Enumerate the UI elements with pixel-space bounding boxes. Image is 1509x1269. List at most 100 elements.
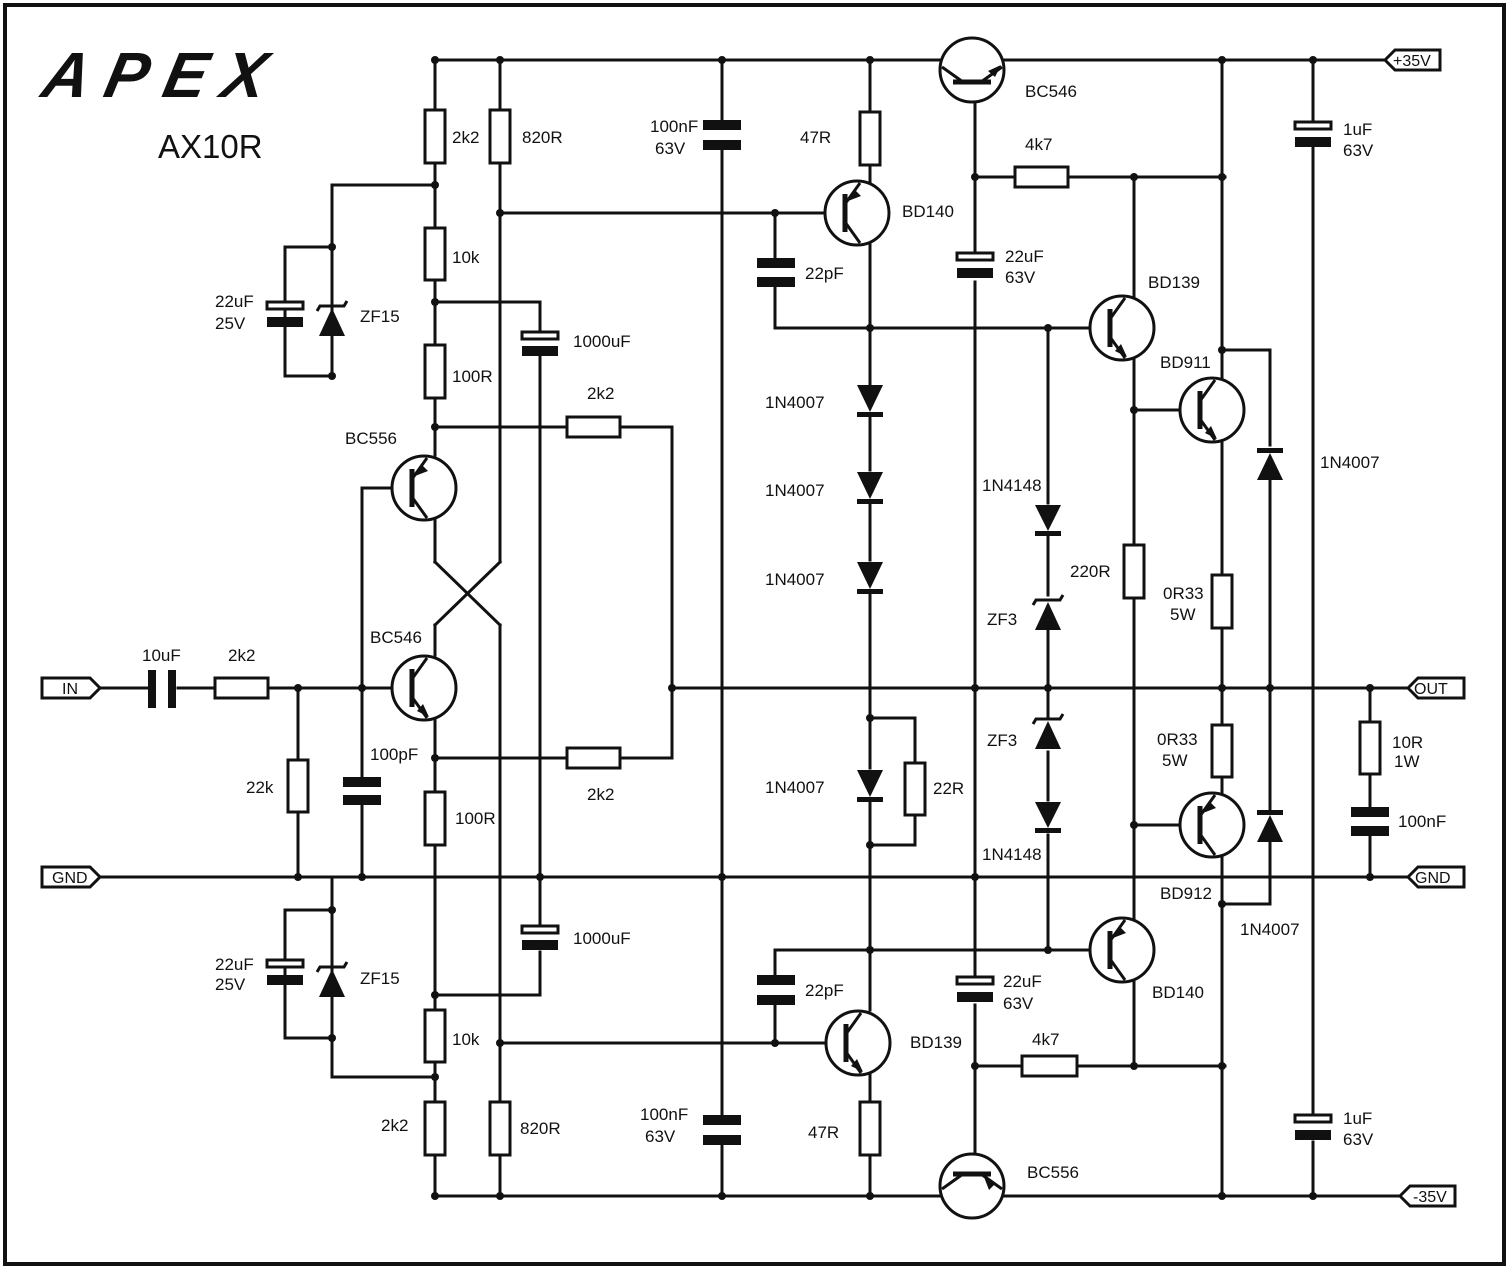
model-title: AX10R bbox=[158, 128, 263, 165]
label-c-1uf-top-a: 1uF bbox=[1343, 120, 1372, 139]
label-q-bd911: BD911 bbox=[1160, 353, 1211, 372]
label-c-22pf-top: 22pF bbox=[805, 264, 844, 283]
label-c-1uf-top-b: 63V bbox=[1343, 141, 1374, 160]
label-r-0r33-top-b: 5W bbox=[1170, 605, 1196, 624]
label-r-4k7-top: 4k7 bbox=[1025, 135, 1052, 154]
capacitor-22pf-top bbox=[757, 258, 795, 287]
label-r-0r33-bottom-b: 5W bbox=[1162, 751, 1188, 770]
capacitor-100nf-top bbox=[703, 120, 741, 150]
label-r-2k2-feedback-bottom: 2k2 bbox=[587, 785, 614, 804]
svg-text:GND: GND bbox=[1415, 870, 1451, 887]
transistor-bc556-bottom bbox=[940, 1154, 1004, 1218]
label-q-bc556-input: BC556 bbox=[345, 429, 397, 448]
diode-1n4007-3 bbox=[857, 562, 883, 594]
component-labels: 2k2 820R 10k 100R 22uF 25V ZF15 1000uF 2… bbox=[142, 82, 1446, 1182]
diode-1n4007-output-bottom bbox=[1257, 810, 1283, 842]
label-c-22uf-63v-bottom-b: 63V bbox=[1003, 994, 1034, 1013]
diode-1n4148-bottom bbox=[1035, 802, 1061, 833]
resistors bbox=[213, 108, 1382, 1157]
label-c-1000uf-top: 1000uF bbox=[573, 332, 631, 351]
resistor-820r-bottom bbox=[488, 1100, 512, 1157]
label-d-1n4007-2: 1N4007 bbox=[765, 481, 825, 500]
capacitor-100nf-output bbox=[1351, 807, 1389, 836]
label-q-bd912: BD912 bbox=[1160, 884, 1212, 903]
capacitor-1000uf-top bbox=[520, 330, 560, 356]
label-q-bd139-bottom: BD139 bbox=[910, 1033, 962, 1052]
diode-1n4007-2 bbox=[857, 472, 883, 504]
resistor-2k2-top bbox=[423, 108, 447, 165]
resistor-820r-top bbox=[488, 108, 512, 165]
junction-dots bbox=[294, 56, 1374, 1200]
frame bbox=[3, 3, 1506, 1266]
diode-1n4148-top bbox=[1035, 505, 1061, 536]
label-r-4k7-bottom: 4k7 bbox=[1032, 1030, 1059, 1049]
label-c-1uf-bottom-b: 63V bbox=[1343, 1130, 1374, 1149]
resistor-2k2-bottom bbox=[423, 1100, 447, 1157]
ports: +35V -35V IN OUT GND GND bbox=[40, 48, 1466, 1208]
capacitor-22uf-63v-top bbox=[955, 251, 995, 278]
port-output: OUT bbox=[1405, 676, 1466, 700]
label-c-22uf-bottom-a: 22uF bbox=[215, 955, 254, 974]
label-d-1n4148-top: 1N4148 bbox=[982, 476, 1042, 495]
label-z-zf15-bottom: ZF15 bbox=[360, 969, 400, 988]
zener-zf15-top bbox=[315, 300, 349, 336]
label-r-47r-top: 47R bbox=[800, 128, 831, 147]
port-plus-35v: +35V bbox=[1382, 48, 1442, 72]
capacitor-100nf-bottom bbox=[703, 1115, 741, 1145]
label-c-22uf-top-b: 25V bbox=[215, 314, 246, 333]
label-r-820r-bottom: 820R bbox=[520, 1119, 561, 1138]
label-r-2k2-top: 2k2 bbox=[452, 128, 479, 147]
label-c-1000uf-bottom: 1000uF bbox=[573, 929, 631, 948]
label-d-1n4148-bottom: 1N4148 bbox=[982, 845, 1042, 864]
label-c-100nf-output: 100nF bbox=[1398, 812, 1446, 831]
label-r-2k2-bottom: 2k2 bbox=[381, 1116, 408, 1135]
label-r-10r-a: 10R bbox=[1392, 733, 1423, 752]
label-q-bd139-top: BD139 bbox=[1148, 273, 1200, 292]
resistor-22r bbox=[903, 761, 927, 817]
label-r-22k: 22k bbox=[246, 778, 274, 797]
label-r-0r33-bottom-a: 0R33 bbox=[1157, 730, 1198, 749]
label-r-2k2-feedback-top: 2k2 bbox=[587, 384, 614, 403]
resistor-0r33-top bbox=[1210, 573, 1234, 630]
resistor-10k-bottom bbox=[423, 1008, 447, 1064]
resistor-10k-top bbox=[423, 226, 447, 282]
label-d-1n4007-4: 1N4007 bbox=[765, 778, 825, 797]
label-q-bc556-bottom: BC556 bbox=[1027, 1163, 1079, 1182]
resistor-47r-top bbox=[858, 110, 882, 167]
diode-1n4007-1 bbox=[857, 385, 883, 417]
resistor-22k bbox=[286, 758, 310, 814]
transistor-bd140-top bbox=[825, 181, 889, 245]
label-r-10k-bottom: 10k bbox=[452, 1030, 480, 1049]
resistor-100r-bottom bbox=[423, 790, 447, 847]
svg-text:IN: IN bbox=[62, 681, 78, 698]
label-c-1uf-bottom-a: 1uF bbox=[1343, 1109, 1372, 1128]
label-c-100nf-top-b: 63V bbox=[655, 139, 686, 158]
label-c-22uf-bottom-b: 25V bbox=[215, 975, 246, 994]
resistor-100r-top bbox=[423, 343, 447, 400]
diodes bbox=[315, 300, 1283, 997]
port-gnd-right: GND bbox=[1405, 865, 1466, 889]
label-z-zf3-top: ZF3 bbox=[987, 610, 1017, 629]
resistor-2k2-feedback-top bbox=[565, 415, 622, 439]
transistor-bc546-top bbox=[940, 38, 1004, 102]
resistor-47r-bottom bbox=[858, 1100, 882, 1157]
label-c-22uf-63v-top-b: 63V bbox=[1005, 268, 1036, 287]
label-r-10r-b: 1W bbox=[1394, 752, 1420, 771]
label-r-220r: 220R bbox=[1070, 562, 1111, 581]
capacitor-100pf bbox=[343, 777, 381, 805]
resistor-0r33-bottom bbox=[1210, 723, 1234, 779]
resistor-2k2-feedback-bottom bbox=[565, 746, 622, 770]
label-z-zf3-bottom: ZF3 bbox=[987, 731, 1017, 750]
label-r-47r-bottom: 47R bbox=[808, 1123, 839, 1142]
label-r-10k-top: 10k bbox=[452, 248, 480, 267]
svg-text:+35V: +35V bbox=[1393, 53, 1431, 70]
label-q-bd140-bottom: BD140 bbox=[1152, 983, 1204, 1002]
transistor-bd139-bottom bbox=[826, 1011, 890, 1075]
transistors bbox=[392, 38, 1244, 1218]
resistor-2k2-input bbox=[213, 676, 270, 700]
label-c-100pf: 100pF bbox=[370, 745, 418, 764]
transistor-bc546-input bbox=[392, 656, 456, 720]
label-r-820r-top: 820R bbox=[522, 128, 563, 147]
label-c-22uf-63v-bottom-a: 22uF bbox=[1003, 972, 1042, 991]
